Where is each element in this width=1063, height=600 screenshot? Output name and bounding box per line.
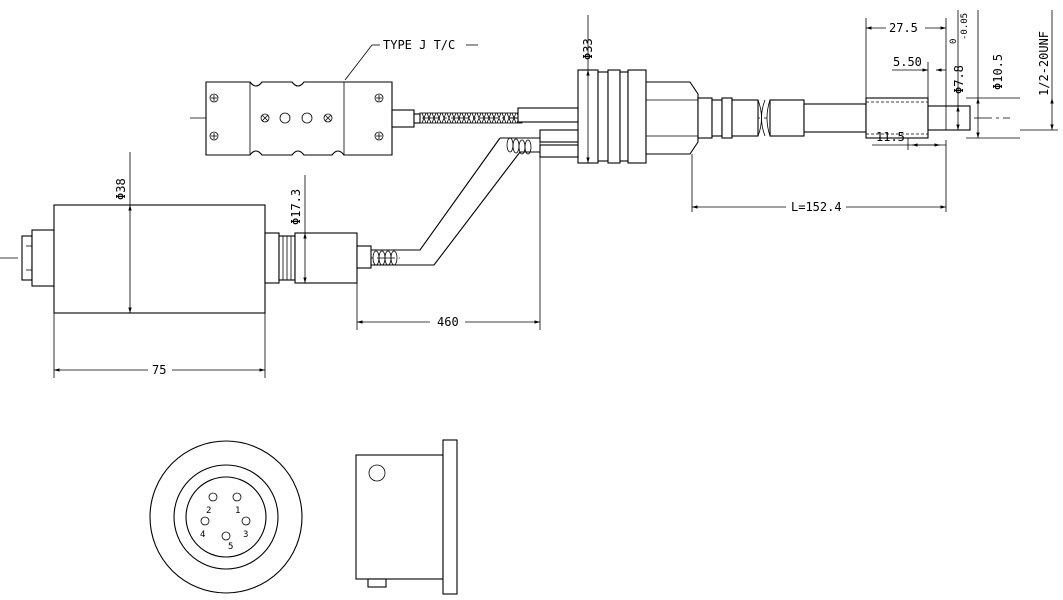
len-stem-label: L=152.4 bbox=[791, 200, 842, 214]
dia-neck-label: Φ17.3 bbox=[289, 189, 303, 225]
dia-flange-label: Φ33 bbox=[581, 38, 595, 60]
pin-5-label: 5 bbox=[228, 542, 233, 552]
thread-label: 1/2-20UNF bbox=[1037, 31, 1051, 96]
len-tip-total-label: 27.5 bbox=[889, 21, 918, 35]
dia-stem-tol-lower: -0.05 bbox=[960, 13, 970, 40]
len-thread-label: 11.5 bbox=[876, 130, 905, 144]
connector-end-view: 2 1 4 3 5 bbox=[149, 440, 303, 594]
thermocouple-connector bbox=[190, 81, 540, 156]
thermocouple-type-label: TYPE J T/C bbox=[383, 38, 455, 52]
dia-housing-label: Φ38 bbox=[114, 178, 128, 200]
dia-tip-label: Φ10.5 bbox=[991, 54, 1005, 90]
connector-side-view bbox=[355, 439, 458, 595]
len-cable-label: 460 bbox=[437, 315, 459, 329]
pin-1-label: 1 bbox=[235, 506, 240, 516]
dia-stem-label: Φ7.8 bbox=[952, 65, 966, 94]
len-housing-label: 75 bbox=[152, 363, 166, 377]
probe-assembly bbox=[510, 69, 1010, 164]
len-tip-step-label: 5.50 bbox=[893, 55, 922, 69]
pin-3-label: 3 bbox=[243, 530, 248, 540]
dia-stem-tol-upper: 0 bbox=[949, 39, 959, 44]
pin-4-label: 4 bbox=[200, 530, 205, 540]
cable bbox=[370, 137, 540, 266]
dimensions: Φ33 Φ38 Φ17.3 460 75 L=152.4 27.5 bbox=[53, 10, 1058, 378]
sensor-housing bbox=[0, 204, 400, 314]
thermocouple-callout: TYPE J T/C bbox=[344, 38, 478, 81]
pin-2-label: 2 bbox=[206, 506, 211, 516]
